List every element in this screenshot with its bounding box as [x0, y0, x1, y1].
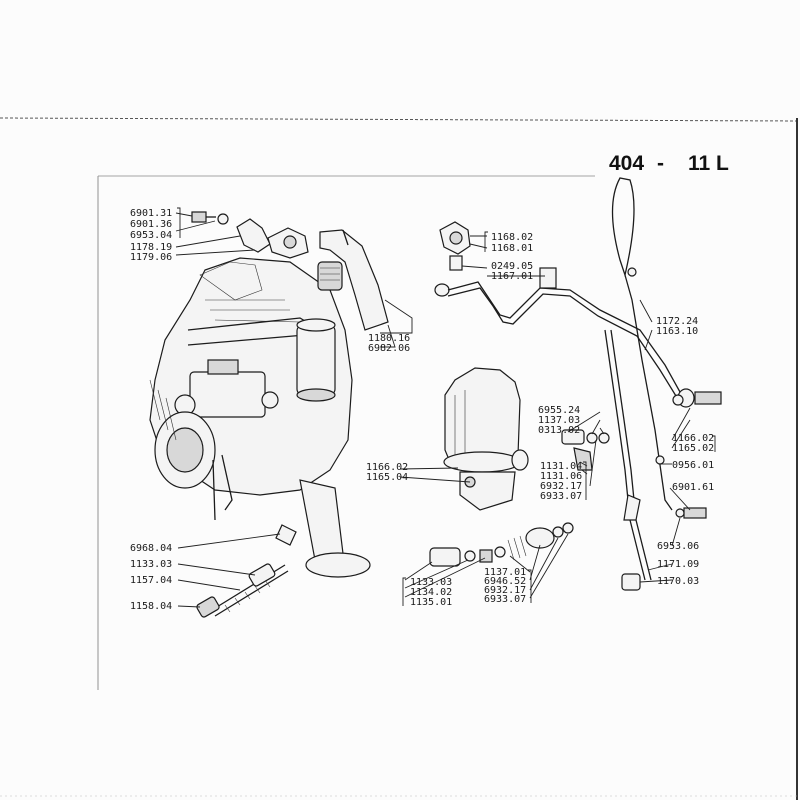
- part-label: 6955.24: [538, 405, 580, 416]
- part-label: 1135.01: [410, 597, 452, 608]
- breather-elbow-drawing: [191, 211, 389, 331]
- part-label: 6982.06: [368, 343, 410, 354]
- part-label: 6953.06: [657, 541, 699, 552]
- title-separator: -: [657, 152, 664, 175]
- part-label: 1168.01: [491, 243, 533, 254]
- part-label: 1178.19: [130, 242, 172, 253]
- part-label: 1137.03: [538, 415, 580, 426]
- part-label: 1170.03: [657, 576, 699, 587]
- part-label: 1158.04: [130, 601, 172, 612]
- part-label: 1163.10: [656, 326, 698, 337]
- part-label: 6901.61: [672, 482, 714, 493]
- oil-filter-drawing: [443, 367, 610, 511]
- part-label: 0249.05: [491, 261, 533, 272]
- part-label: 1172.24: [656, 316, 698, 327]
- part-label: 6932.17: [484, 585, 526, 596]
- part-label: 6933.07: [484, 594, 526, 605]
- part-label: 1168.02: [491, 232, 533, 243]
- part-label: 1137.01: [484, 567, 526, 578]
- dipstick-drawing: [604, 177, 722, 591]
- part-label: 1179.06: [130, 252, 172, 263]
- part-label: 6901.36: [130, 219, 172, 230]
- part-label: 0956.01: [672, 460, 714, 471]
- part-label: 6932.17: [540, 481, 582, 492]
- part-label: 6901.31: [130, 208, 172, 219]
- engine-block-drawing: [149, 257, 371, 578]
- part-label: 1134.02: [410, 587, 452, 598]
- relief-valve-drawing: [429, 522, 574, 567]
- part-label: 1180.16: [368, 333, 410, 344]
- part-label: 0313.02: [538, 425, 580, 436]
- part-label: 6933.07: [540, 491, 582, 502]
- part-label: 1166.02: [366, 462, 408, 473]
- part-label: 1133.03: [130, 559, 172, 570]
- part-label: 1131.06: [540, 471, 582, 482]
- leader-lines: [175, 212, 691, 608]
- part-label: 1133.03: [410, 577, 452, 588]
- part-label: 1167.01: [491, 271, 533, 282]
- part-labels: 6901.31 6901.36 6953.04 1178.19 1179.06 …: [130, 208, 714, 612]
- part-label: 6953.04: [130, 230, 172, 241]
- part-label: 6946.52: [484, 576, 526, 587]
- part-label: 1165.02: [672, 443, 714, 454]
- part-label: 1165.04: [366, 472, 408, 483]
- part-label: 1157.04: [130, 575, 172, 586]
- pump-shaft-drawing: [196, 524, 297, 618]
- page-border: [0, 117, 800, 800]
- model-number: 404: [609, 152, 644, 175]
- part-label: 6968.04: [130, 543, 172, 554]
- part-label: 1166.02: [672, 433, 714, 444]
- label-brackets: [177, 207, 716, 606]
- section-code: 11 L: [688, 152, 729, 175]
- part-label: 1171.09: [657, 559, 699, 570]
- part-label: 1131.04: [540, 461, 582, 472]
- section-title: 404 - 11 L: [609, 152, 729, 175]
